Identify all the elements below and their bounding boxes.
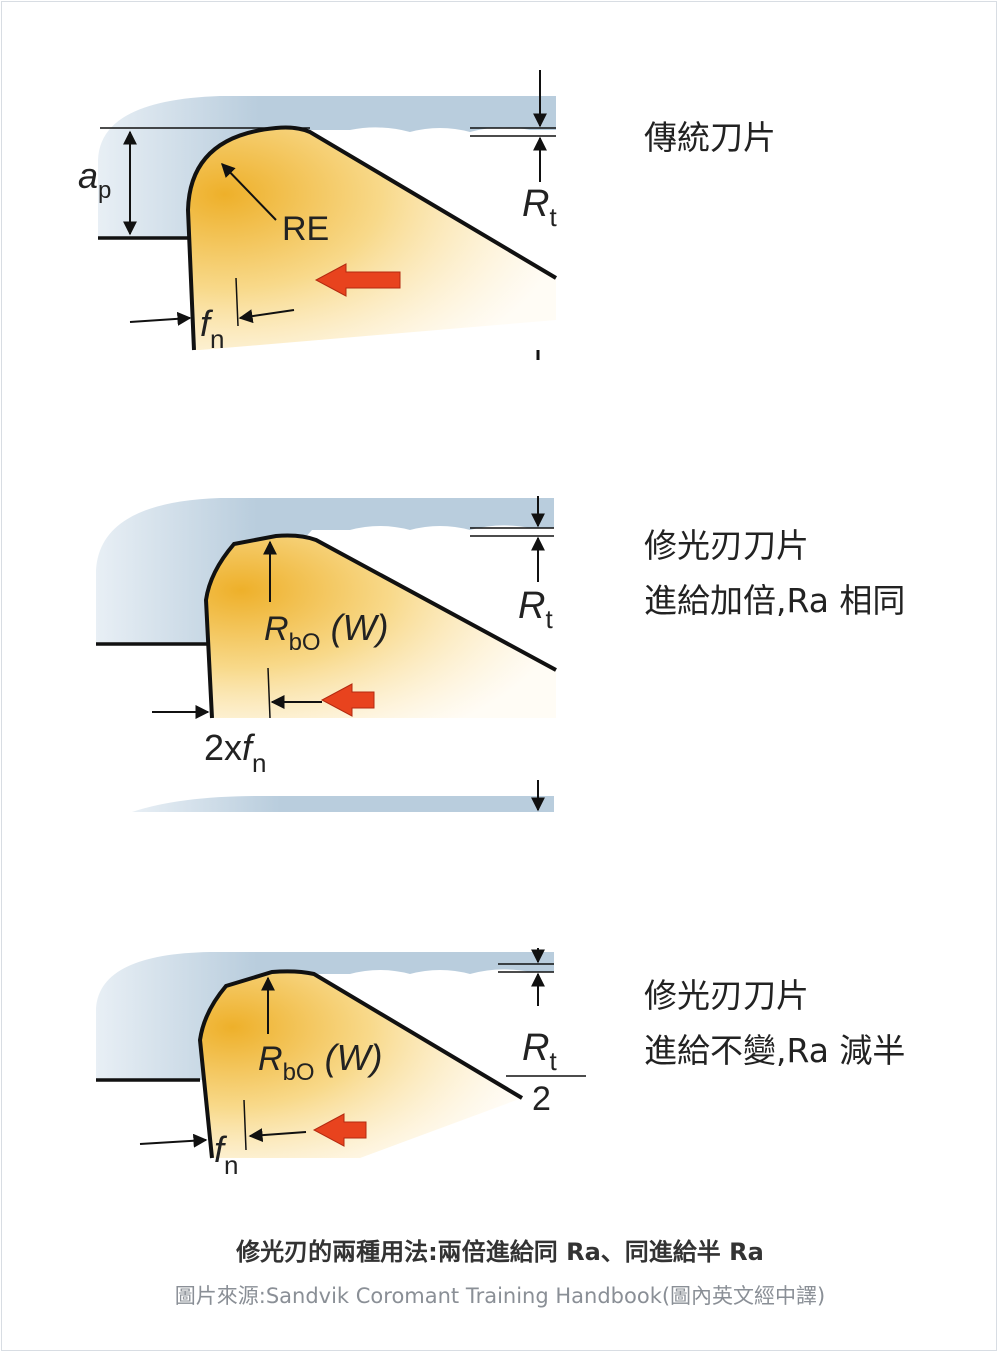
panel-conventional: ap RE Rt fn — [60, 60, 620, 380]
insert-outline — [197, 969, 524, 1159]
label-wiper-same-feed: 修光刃刀片 進給不變,Ra 減半 — [644, 968, 905, 1078]
fn-label: 2xfn — [204, 727, 267, 778]
panel-wiper-same-feed: RbO(W) Rt 2 fn — [60, 948, 620, 1188]
label-line: 進給加倍,Ra 相同 — [644, 581, 906, 620]
fn-tick — [267, 667, 271, 719]
label-line: 修光刃刀片 — [644, 526, 809, 565]
fn-tick — [235, 277, 239, 327]
label-line: 傳統刀片 — [644, 118, 776, 157]
feed-direction-arrow — [314, 263, 401, 297]
insert-shape — [206, 535, 556, 718]
re-arrow — [221, 162, 277, 221]
insert-shape — [188, 127, 556, 350]
rt-label: Rt — [522, 1027, 557, 1076]
workpiece-next-shape — [132, 796, 554, 812]
conventional-insert-diagram: ap RE Rt fn — [78, 70, 558, 360]
re-label: RE — [282, 210, 329, 248]
fn-tick — [243, 1099, 247, 1151]
fn-label: fn — [200, 303, 224, 354]
rt-denominator: 2 — [532, 1080, 551, 1118]
rbo-label: RbO(W) — [258, 1037, 383, 1086]
wiper-same-feed-diagram: RbO(W) Rt 2 fn — [96, 948, 586, 1180]
feed-direction-arrow — [312, 1113, 367, 1147]
wiper-double-feed-diagram: RbO(W) Rt 2xfn — [96, 496, 557, 812]
fn-arrow-right — [238, 309, 295, 324]
figure-source: 圖片來源:Sandvik Coromant Training Handbook(… — [174, 1284, 826, 1308]
figure-caption: 修光刃的兩種用法:兩倍進給同 Ra、同進給半 Ra — [236, 1238, 764, 1266]
label-conventional: 傳統刀片 — [644, 110, 776, 165]
fn-arrow-right — [248, 1128, 307, 1143]
label-wiper-double-feed: 修光刃刀片 進給加倍,Ra 相同 — [644, 518, 905, 628]
fn-arrow-left — [139, 1133, 208, 1148]
insert-outline — [185, 125, 558, 351]
rt-label: Rt — [518, 585, 553, 634]
rt-label: Rt — [522, 183, 557, 232]
label-line: 進給不變,Ra 減半 — [644, 1031, 906, 1070]
label-line: 修光刃刀片 — [644, 976, 809, 1015]
insert-outline — [203, 533, 557, 719]
rbo-label: RbO(W) — [264, 607, 389, 656]
ap-label: ap — [78, 155, 111, 204]
fn-arrow-left — [129, 311, 192, 326]
panel-wiper-double-feed: RbO(W) Rt 2xfn — [60, 490, 620, 820]
feed-direction-arrow — [320, 683, 375, 717]
insert-shape — [200, 971, 522, 1158]
